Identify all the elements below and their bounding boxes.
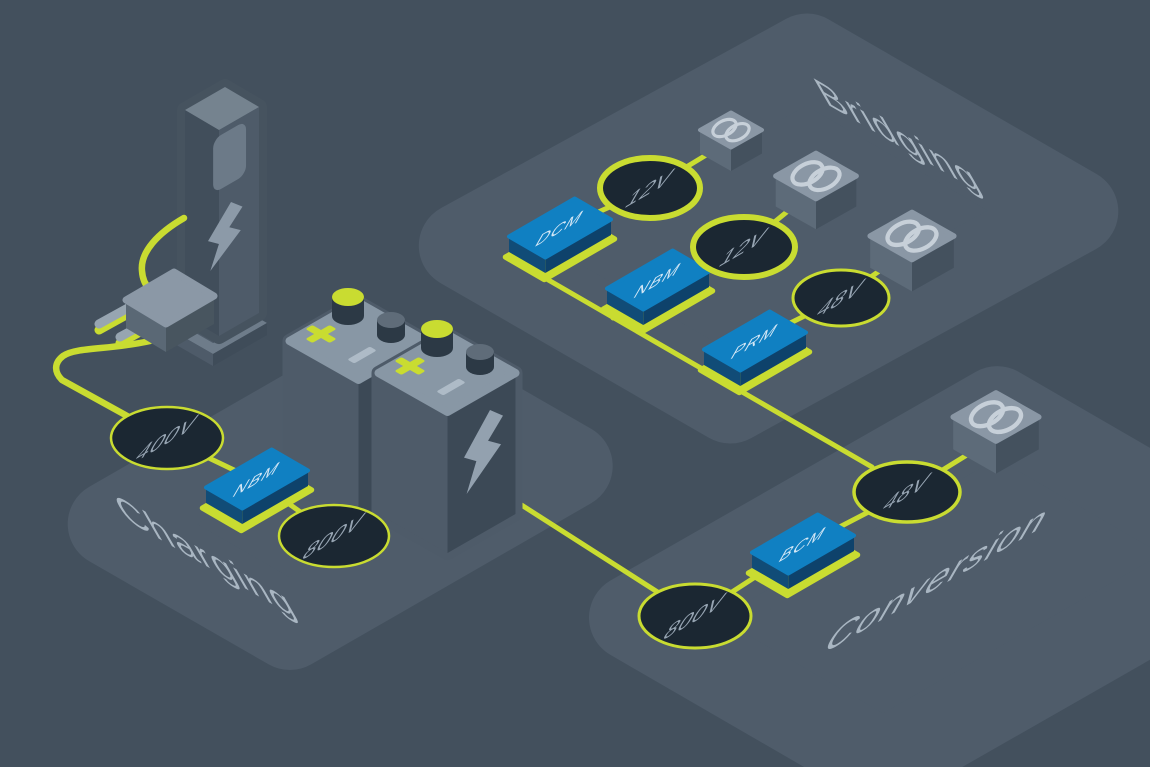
node-800v-conversion: 800V (637, 582, 753, 650)
node-48v-bridging: 48V (791, 268, 891, 328)
node-800v-charging: 800V (277, 503, 391, 569)
node-400v: 400V (109, 405, 225, 471)
node-48v-conversion: 48V (852, 460, 962, 524)
power-plug (94, 268, 218, 352)
node-12v-2: 12V (690, 214, 798, 280)
battery-right (379, 320, 516, 553)
node-12v-1: 12V (597, 155, 703, 221)
charger-screen (213, 123, 247, 191)
plug-prong (94, 309, 133, 335)
